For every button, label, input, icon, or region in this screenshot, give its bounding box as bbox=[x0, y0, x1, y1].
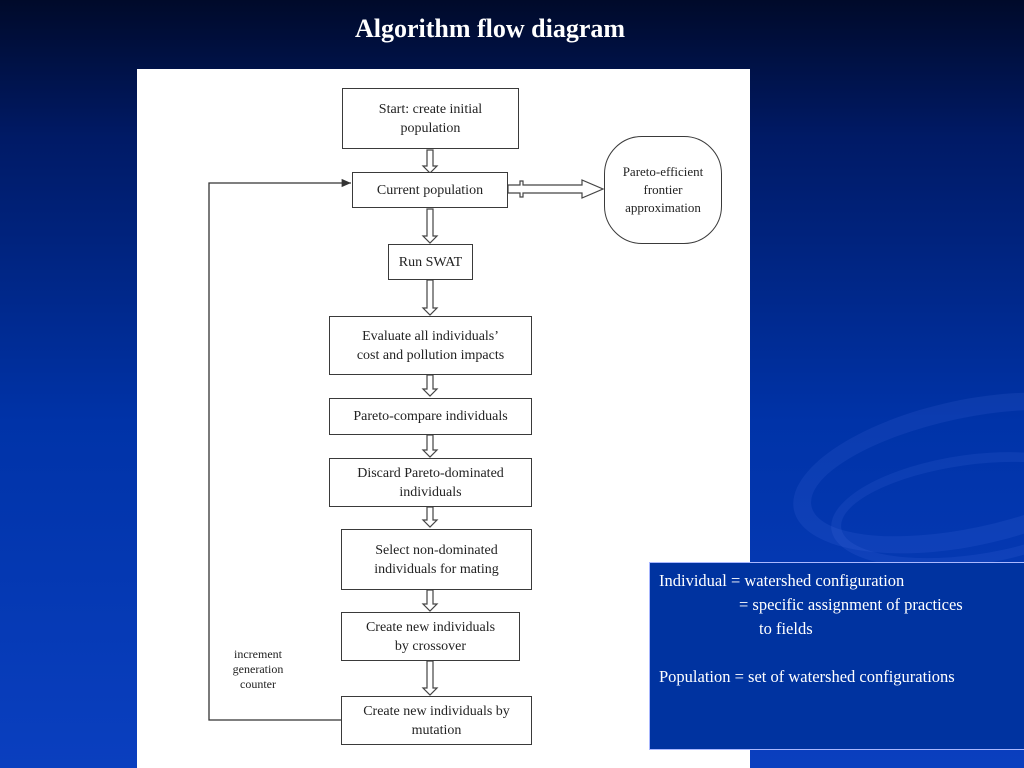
flow-diagram-panel: Start: create initial population Current… bbox=[137, 69, 750, 768]
node-run-swat: Run SWAT bbox=[388, 244, 473, 280]
down-arrow bbox=[421, 149, 439, 174]
definition-population: Population = set of watershed configurat… bbox=[659, 667, 955, 686]
definition-individual-detail: = specific assignment of practices bbox=[739, 595, 963, 614]
node-select: Select non-dominated individuals for mat… bbox=[341, 529, 532, 590]
node-start: Start: create initial population bbox=[342, 88, 519, 149]
feedback-loop-line bbox=[208, 178, 351, 721]
node-mutation: Create new individuals by mutation bbox=[341, 696, 532, 745]
down-arrow bbox=[421, 279, 439, 316]
node-pareto-compare: Pareto-compare individuals bbox=[329, 398, 532, 435]
definition-box: Individual = watershed configuration = s… bbox=[649, 562, 1024, 750]
down-arrow bbox=[421, 434, 439, 458]
loop-label: increment generation counter bbox=[232, 647, 284, 691]
down-arrow bbox=[421, 660, 439, 696]
down-arrow bbox=[421, 589, 439, 612]
down-arrow bbox=[421, 374, 439, 397]
down-arrow bbox=[421, 208, 439, 244]
slide-title: Algorithm flow diagram bbox=[354, 14, 626, 43]
definition-individual-detail-cont: to fields bbox=[759, 619, 813, 638]
background-swoosh bbox=[778, 364, 1024, 582]
node-current-population: Current population bbox=[352, 172, 508, 208]
node-evaluate: Evaluate all individuals’ cost and pollu… bbox=[329, 316, 532, 375]
node-crossover: Create new individuals by crossover bbox=[341, 612, 520, 661]
flow-arrows bbox=[208, 149, 605, 721]
node-pareto-frontier: Pareto-efficient frontier approximation bbox=[604, 136, 722, 244]
node-discard: Discard Pareto-dominated individuals bbox=[329, 458, 532, 507]
right-arrow bbox=[507, 179, 605, 199]
down-arrow bbox=[421, 506, 439, 528]
definition-individual: Individual = watershed configuration bbox=[659, 571, 905, 590]
